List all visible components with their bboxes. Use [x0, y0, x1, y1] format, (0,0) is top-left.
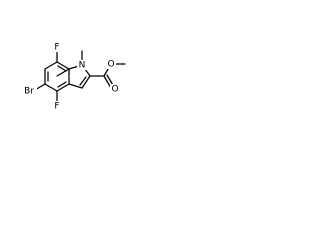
nitrogen-label-background — [77, 60, 87, 70]
methyl-5-bromo-4-7-difluoro-1-methylindole-2-carboxylate-structure: F N O O F Br — [22, 42, 126, 112]
carbonyl-oxygen-label: O — [111, 85, 118, 95]
bond-c3a-c4 — [56, 83, 70, 92]
carbonyl-oxygen-label-background — [110, 84, 120, 94]
nitrogen-label: N — [79, 61, 86, 71]
bond-carbonyl-double-o-a — [103, 75, 112, 89]
f-top-label-background — [52, 42, 62, 52]
fluorine-bottom-label: F — [54, 102, 59, 112]
f-bottom-label-background — [52, 101, 62, 111]
bond-c3-c3a — [68, 83, 83, 89]
bond-c6-c7 — [44, 61, 58, 70]
bond-c7-c7a-main — [56, 61, 70, 70]
atom-label-layer: F N O O F Br — [22, 42, 120, 112]
double-bond-c2-c3-inner — [79, 76, 87, 86]
double-bond-c7-c7a-inner — [57, 65, 67, 72]
bond-c7-c7a — [56, 68, 70, 77]
ester-oxygen-label: O — [107, 60, 114, 70]
bromine-label-background — [22, 86, 37, 96]
ester-oxygen-label-background — [106, 59, 116, 69]
double-bond-c3a-c4-inner — [57, 81, 67, 88]
bond-c4-c5 — [44, 83, 58, 92]
fluorine-top-label: F — [54, 43, 59, 53]
bond-c2-c3 — [81, 75, 91, 89]
bromine-label: Br — [24, 87, 34, 97]
